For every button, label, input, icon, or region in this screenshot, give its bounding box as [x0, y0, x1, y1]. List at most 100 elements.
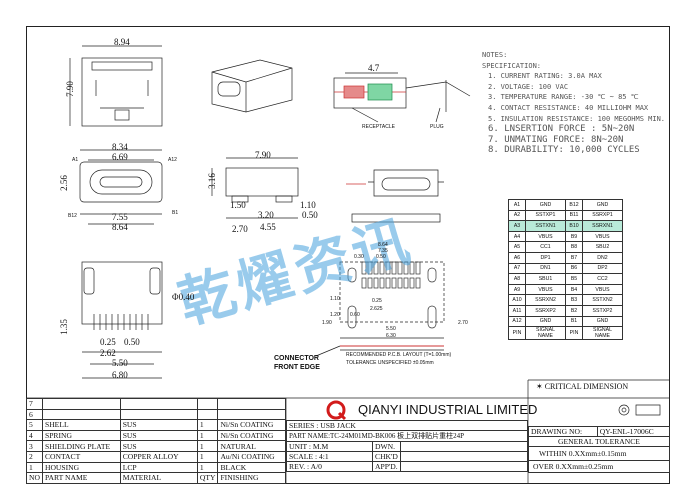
dim-0-50: 0.50	[302, 210, 318, 220]
pcb-pads	[347, 261, 437, 329]
part-name-cell: PART NAME:TC-24M01MD-BK006 板上双排贴片重柱24P	[286, 430, 528, 442]
pcb-dim-1-10: 1.10	[330, 296, 340, 302]
pin-cell: B5	[565, 273, 583, 285]
chkd-cell: CHK'D	[372, 451, 401, 462]
signal-name-cell: SSTXP2	[582, 304, 623, 317]
bom-cell: FINISHING	[217, 472, 286, 484]
signal-name-cell: VBUS	[525, 283, 566, 296]
bom-cell: SUS	[119, 419, 198, 431]
dwn-cell: DWN.	[372, 441, 401, 452]
pcb-dim-7-35: 7.35	[378, 248, 388, 254]
signal-name-cell: VBUS	[525, 230, 566, 243]
pcb-dim-8-64: 8.64	[378, 242, 388, 248]
signal-name-cell: CC1	[525, 241, 566, 253]
pin-cell: A8	[508, 273, 526, 285]
bom-cell: 1	[196, 440, 219, 452]
bom-cell: NO	[26, 472, 43, 484]
note-item: 8. DURABILITY: 10,000 CYCLES	[488, 145, 640, 156]
dim-0-50b: 0.50	[124, 337, 140, 347]
pin-cell: A3	[508, 220, 526, 232]
pcb-dim-5-50: 5.50	[386, 326, 396, 332]
pin-cell: B3	[565, 294, 583, 306]
bom-cell: 1	[26, 461, 43, 474]
bom-cell: CONTACT	[41, 450, 121, 463]
dim-5-50: 5.50	[112, 358, 128, 368]
bom-cell	[41, 398, 121, 410]
pcb-layout-note: RECOMMENDED P.C.B. LAYOUT (T=1.00mm)	[346, 352, 452, 358]
signal-name-cell: VBUS	[582, 283, 623, 296]
dim-side-7-90: 7.90	[255, 150, 271, 160]
dim-height: 7.90	[64, 81, 75, 97]
pcb-dim-1-20: 1.20	[330, 312, 340, 318]
dim-1-10: 1.10	[300, 200, 316, 210]
dim-2-70: 2.70	[232, 224, 248, 234]
dim-8-34: 8.34	[112, 142, 128, 152]
pin-cell: B12	[565, 199, 583, 211]
tol-over: OVER 0.XXmm±0.25mm	[528, 460, 670, 473]
dim-4-55: 4.55	[260, 222, 276, 232]
series-cell: SERIES : USB JACK	[286, 420, 528, 431]
side-view	[225, 167, 299, 197]
bom-cell: NATURAL	[217, 440, 286, 452]
company-logo	[326, 400, 347, 421]
bom-cell: SUS	[119, 440, 198, 452]
note-item: 1. CURRENT RATING: 3.0A MAX	[488, 72, 602, 81]
receptacle-face	[79, 161, 163, 203]
dim-6-80: 6.80	[112, 370, 128, 380]
bom-row: 7	[26, 398, 286, 410]
bom-cell	[217, 408, 286, 421]
bom-cell: Ni/Sn COATING	[217, 429, 286, 442]
signal-name-cell: DN2	[582, 251, 623, 264]
signal-name-cell: SSRXP2	[525, 304, 566, 317]
pin-cell: B1	[565, 315, 583, 328]
notes-subtitle: SPECIFICATION:	[482, 61, 542, 70]
signal-name-cell: SSRXP1	[582, 209, 623, 222]
pin-cell: A5	[508, 241, 526, 253]
note-item: 2. VOLTAGE: 100 VAC	[488, 82, 569, 91]
signal-name-cell: SIGNAL NAME	[582, 326, 623, 341]
pin-cell: B7	[565, 251, 583, 264]
bom-cell	[119, 398, 198, 410]
pin-a1-label: A1	[72, 157, 79, 163]
signal-name-cell: GND	[525, 315, 566, 328]
bom-cell: SUS	[119, 429, 198, 442]
bom-row: 6	[26, 408, 286, 421]
tolerance-note: TOLERANCE UNSPECIFIED ±0.05mm	[346, 360, 434, 366]
critical-dimension-label: ✶ CRITICAL DIMENSION	[536, 382, 629, 391]
plug-label: PLUG	[430, 124, 444, 130]
front-view-outline	[81, 57, 163, 127]
pin-cell: PIN	[508, 326, 526, 341]
bom-cell: 1	[196, 419, 219, 431]
pin-cell: A7	[508, 262, 526, 275]
pin-row	[93, 314, 149, 330]
signal-name-cell: CC2	[582, 273, 623, 285]
pin-cell: A4	[508, 230, 526, 243]
bom-cell: HOUSING	[41, 461, 121, 474]
dim-1-50: 1.50	[230, 200, 246, 210]
signal-name-cell: SBU2	[582, 241, 623, 253]
pin-cell: B11	[565, 209, 583, 222]
bom-cell: Ni/Sn COATING	[217, 419, 286, 431]
dim-phi-0-40: Φ0.40	[172, 292, 195, 302]
signal-name-cell: SSTXN2	[582, 294, 623, 306]
dim-3-16: 3.16	[206, 173, 217, 189]
pin-a12-label: A12	[168, 157, 177, 163]
end-view	[373, 169, 439, 197]
dim-width: 8.94	[114, 37, 130, 47]
bom-cell: 1	[196, 461, 219, 474]
company-name: QIANYI INDUSTRIAL LIMITED	[358, 402, 538, 417]
pin-cell: B8	[565, 241, 583, 253]
pin-b12-label: B12	[68, 213, 77, 219]
signal-name-cell: DN1	[525, 262, 566, 275]
projection-symbol-icon	[618, 404, 661, 416]
pin-cell: A9	[508, 283, 526, 296]
